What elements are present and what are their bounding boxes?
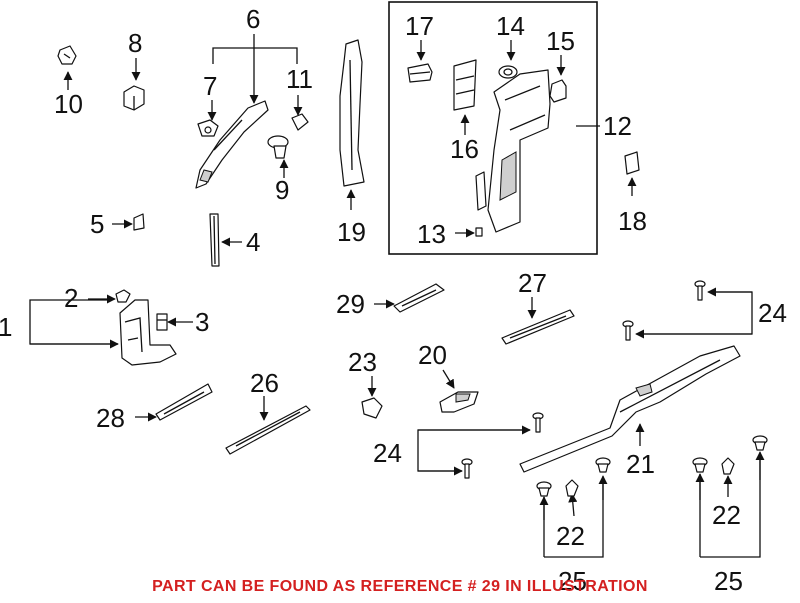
part-2-clip <box>115 289 131 303</box>
part-18-cover <box>624 151 640 175</box>
part-11-clip <box>291 113 309 131</box>
callout-18: 18 <box>618 206 647 236</box>
callout-24-lower: 24 <box>373 438 402 468</box>
callout-3: 3 <box>195 307 209 337</box>
callout-6: 6 <box>246 4 260 34</box>
callout-12: 12 <box>603 111 632 141</box>
part-4-seal-strip <box>209 213 220 267</box>
callout-11: 11 <box>286 64 313 94</box>
part-12-b-pillar-trim <box>487 69 551 233</box>
part-15-cap <box>549 79 567 103</box>
callout-19: 19 <box>337 217 366 247</box>
callout-1: 1 <box>0 312 12 342</box>
part-10-fastener <box>57 45 77 65</box>
callout-16: 16 <box>450 134 479 164</box>
part-24-screw-d <box>461 458 473 479</box>
part-23-bracket <box>361 397 383 419</box>
callout-4: 4 <box>246 227 260 257</box>
callout-28: 28 <box>96 403 125 433</box>
part-8-clip <box>123 85 145 111</box>
part-22-clip-right <box>721 457 735 475</box>
callout-5: 5 <box>90 209 104 239</box>
callout-17: 17 <box>405 11 434 41</box>
callout-25-right: 25 <box>714 566 743 596</box>
part-25-grommet-d <box>752 435 768 451</box>
callout-23: 23 <box>348 347 377 377</box>
part-26-scuff-strip <box>225 405 311 455</box>
callout-24-upper: 24 <box>758 298 787 328</box>
callout-7: 7 <box>203 71 217 101</box>
part-24-screw-c <box>532 412 544 433</box>
callout-27: 27 <box>518 268 547 298</box>
part-14-grommet <box>498 65 518 79</box>
callout-2: 2 <box>64 283 78 313</box>
part-3-cover <box>156 313 168 331</box>
callout-22-right: 22 <box>712 500 741 530</box>
callout-22-left: 22 <box>556 521 585 551</box>
leader-lines <box>29 34 765 558</box>
part-17-insert <box>407 63 433 83</box>
part-21-sill-plate <box>519 345 741 473</box>
callout-8: 8 <box>128 28 142 58</box>
reference-note: PART CAN BE FOUND AS REFERENCE # 29 IN I… <box>152 578 648 595</box>
part-25-grommet-c <box>692 457 708 473</box>
callout-21: 21 <box>626 449 655 479</box>
callout-10: 10 <box>54 89 83 119</box>
part-7-bracket <box>197 119 219 137</box>
callout-29: 29 <box>336 289 365 319</box>
callout-20: 20 <box>418 340 447 370</box>
part-27-scuff-strip <box>501 309 575 345</box>
callout-13: 13 <box>417 219 446 249</box>
part-1-kick-panel <box>119 299 177 366</box>
callout-25-left: 25 <box>558 566 587 596</box>
callout-9: 9 <box>275 175 289 205</box>
part-24-screw-b <box>622 320 634 341</box>
callout-14: 14 <box>496 11 525 41</box>
part-29-scuff-strip <box>393 283 445 313</box>
part-25-grommet-a <box>536 481 552 497</box>
part-9-push-pin <box>267 135 289 159</box>
part-20-bracket <box>439 391 479 413</box>
callout-labels: 1 2 3 4 5 6 7 8 9 10 11 12 13 14 15 16 1… <box>0 4 787 596</box>
part-28-scuff-strip <box>155 383 213 421</box>
part-16-seat-belt-guide <box>453 59 477 111</box>
part-13-clip <box>475 171 487 237</box>
part-24-screw-a <box>694 280 706 301</box>
part-5-clip <box>133 213 145 231</box>
part-19-pillar-trim <box>339 39 365 187</box>
part-25-grommet-b <box>595 457 611 473</box>
part-22-clip-left <box>565 479 579 497</box>
callout-26: 26 <box>250 368 279 398</box>
callout-15: 15 <box>546 26 575 56</box>
group-box-12 <box>388 1 598 255</box>
part-6-a-pillar-trim <box>195 100 269 189</box>
